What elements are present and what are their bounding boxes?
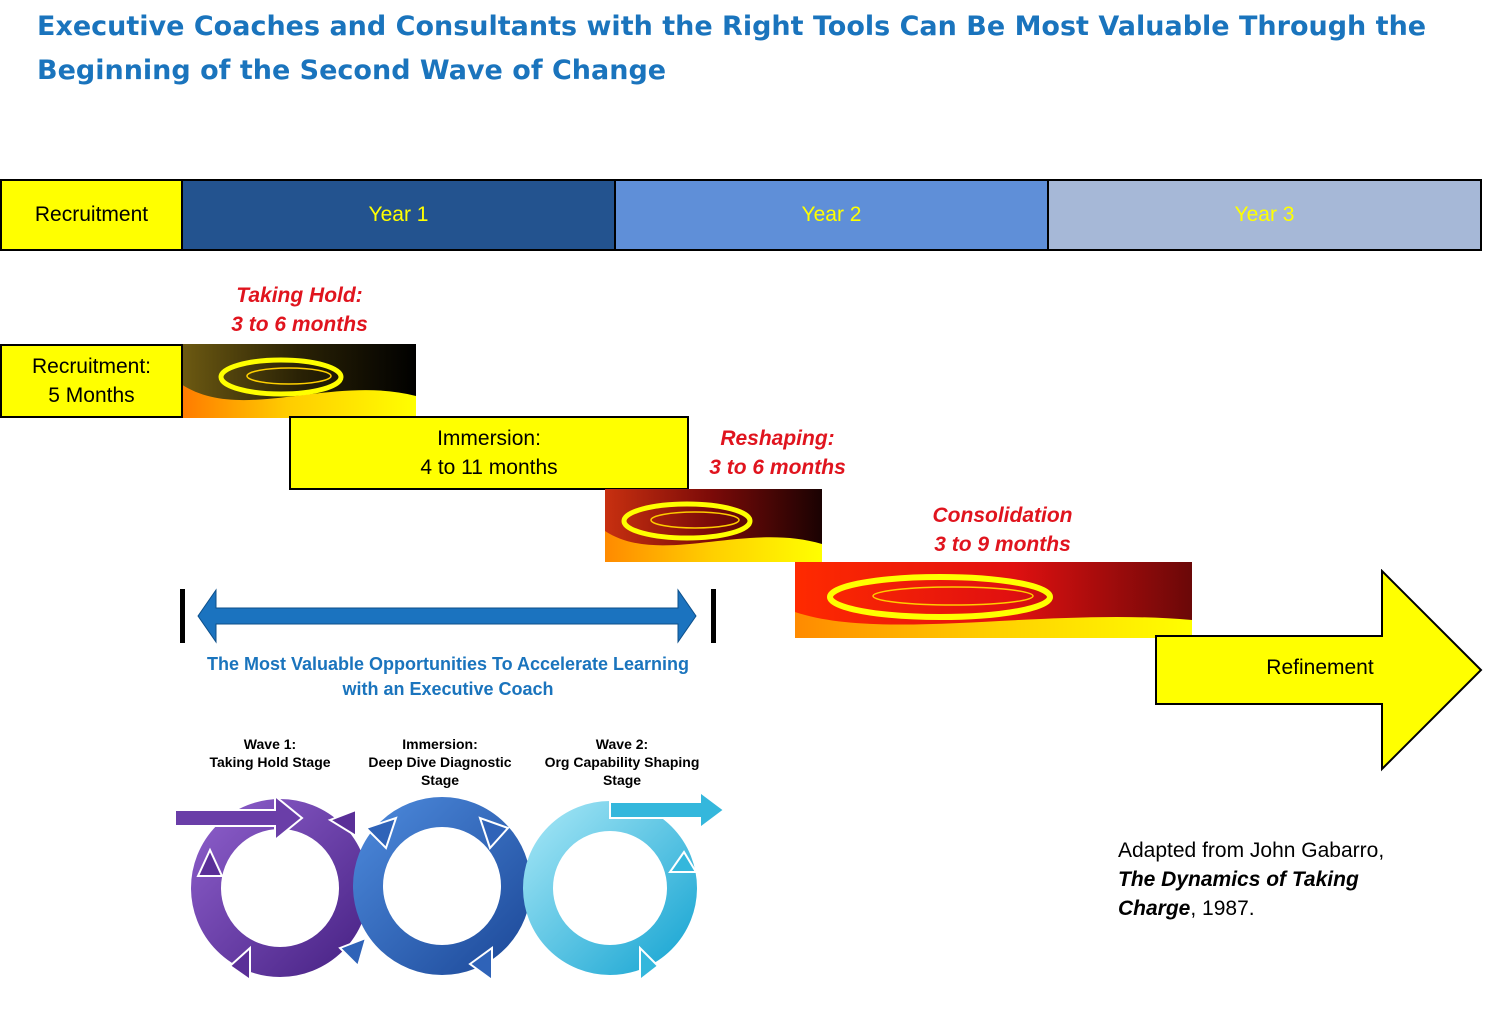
timeline-year-3-label: Year 3 — [1235, 203, 1295, 227]
refinement-label: Refinement — [1240, 656, 1400, 680]
recruitment-stage-box: Recruitment: 5 Months — [0, 344, 183, 418]
wave-2-cycle-icon — [538, 792, 724, 980]
timeline-year-1-label: Year 1 — [369, 203, 429, 227]
citation: Adapted from John Gabarro, The Dynamics … — [1118, 836, 1458, 923]
citation-book-title-1: The Dynamics of Taking — [1118, 865, 1458, 894]
consolidation-swirl-graphic — [795, 562, 1192, 638]
wave-1-label: Wave 1: Taking Hold Stage — [190, 735, 350, 771]
immersion-cycle-icon — [340, 812, 516, 980]
taking-hold-swirl-graphic — [181, 344, 416, 418]
wave-2-label: Wave 2: Org Capability Shaping Stage — [530, 735, 714, 789]
citation-book-title-2: Charge — [1118, 897, 1190, 920]
taking-hold-name: Taking Hold: — [182, 281, 417, 310]
wave-1-cycle-icon — [175, 796, 356, 980]
immersion-wave-label: Immersion: Deep Dive Diagnostic Stage — [355, 735, 525, 789]
taking-hold-label: Taking Hold: 3 to 6 months — [182, 281, 417, 339]
cycle-arrows-icon — [170, 788, 730, 988]
taking-hold-duration: 3 to 6 months — [182, 310, 417, 339]
opportunity-label: The Most Valuable Opportunities To Accel… — [150, 652, 746, 702]
immersion-wave-stage: Stage — [355, 771, 525, 789]
wave-2-title: Wave 2: — [530, 735, 714, 753]
immersion-wave-title: Immersion: — [355, 735, 525, 753]
wave-2-subtitle: Org Capability Shaping — [530, 753, 714, 771]
timeline-year-1: Year 1 — [181, 179, 616, 251]
timeline-year-3: Year 3 — [1047, 179, 1482, 251]
reshaping-label: Reshaping: 3 to 6 months — [690, 424, 865, 482]
title-line-1: Executive Coaches and Consultants with t… — [37, 5, 1477, 49]
double-headed-arrow-icon — [170, 586, 730, 646]
immersion-stage-name: Immersion: — [437, 424, 541, 453]
wave-1-subtitle: Taking Hold Stage — [190, 753, 350, 771]
timeline-recruitment: Recruitment — [0, 179, 183, 251]
consolidation-name: Consolidation — [885, 501, 1120, 530]
reshaping-swirl-graphic — [605, 489, 822, 562]
citation-year: , 1987. — [1190, 897, 1254, 920]
timeline-year-2: Year 2 — [614, 179, 1049, 251]
title-line-2: Beginning of the Second Wave of Change — [37, 49, 1477, 93]
opportunity-line-2: with an Executive Coach — [150, 677, 746, 702]
consolidation-label: Consolidation 3 to 9 months — [885, 501, 1120, 559]
reshaping-name: Reshaping: — [690, 424, 865, 453]
opportunity-line-1: The Most Valuable Opportunities To Accel… — [150, 652, 746, 677]
immersion-stage-box: Immersion: 4 to 11 months — [289, 416, 689, 490]
consolidation-duration: 3 to 9 months — [885, 530, 1120, 559]
recruitment-stage-duration: 5 Months — [48, 381, 134, 410]
page-title: Executive Coaches and Consultants with t… — [37, 5, 1477, 93]
immersion-stage-duration: 4 to 11 months — [420, 453, 557, 482]
immersion-wave-subtitle: Deep Dive Diagnostic — [355, 753, 525, 771]
wave-1-title: Wave 1: — [190, 735, 350, 753]
citation-line-1: Adapted from John Gabarro, — [1118, 836, 1458, 865]
recruitment-stage-name: Recruitment: — [32, 352, 151, 381]
reshaping-duration: 3 to 6 months — [690, 453, 865, 482]
timeline-recruitment-label: Recruitment — [35, 203, 148, 227]
wave-2-stage: Stage — [530, 771, 714, 789]
timeline-year-2-label: Year 2 — [802, 203, 862, 227]
